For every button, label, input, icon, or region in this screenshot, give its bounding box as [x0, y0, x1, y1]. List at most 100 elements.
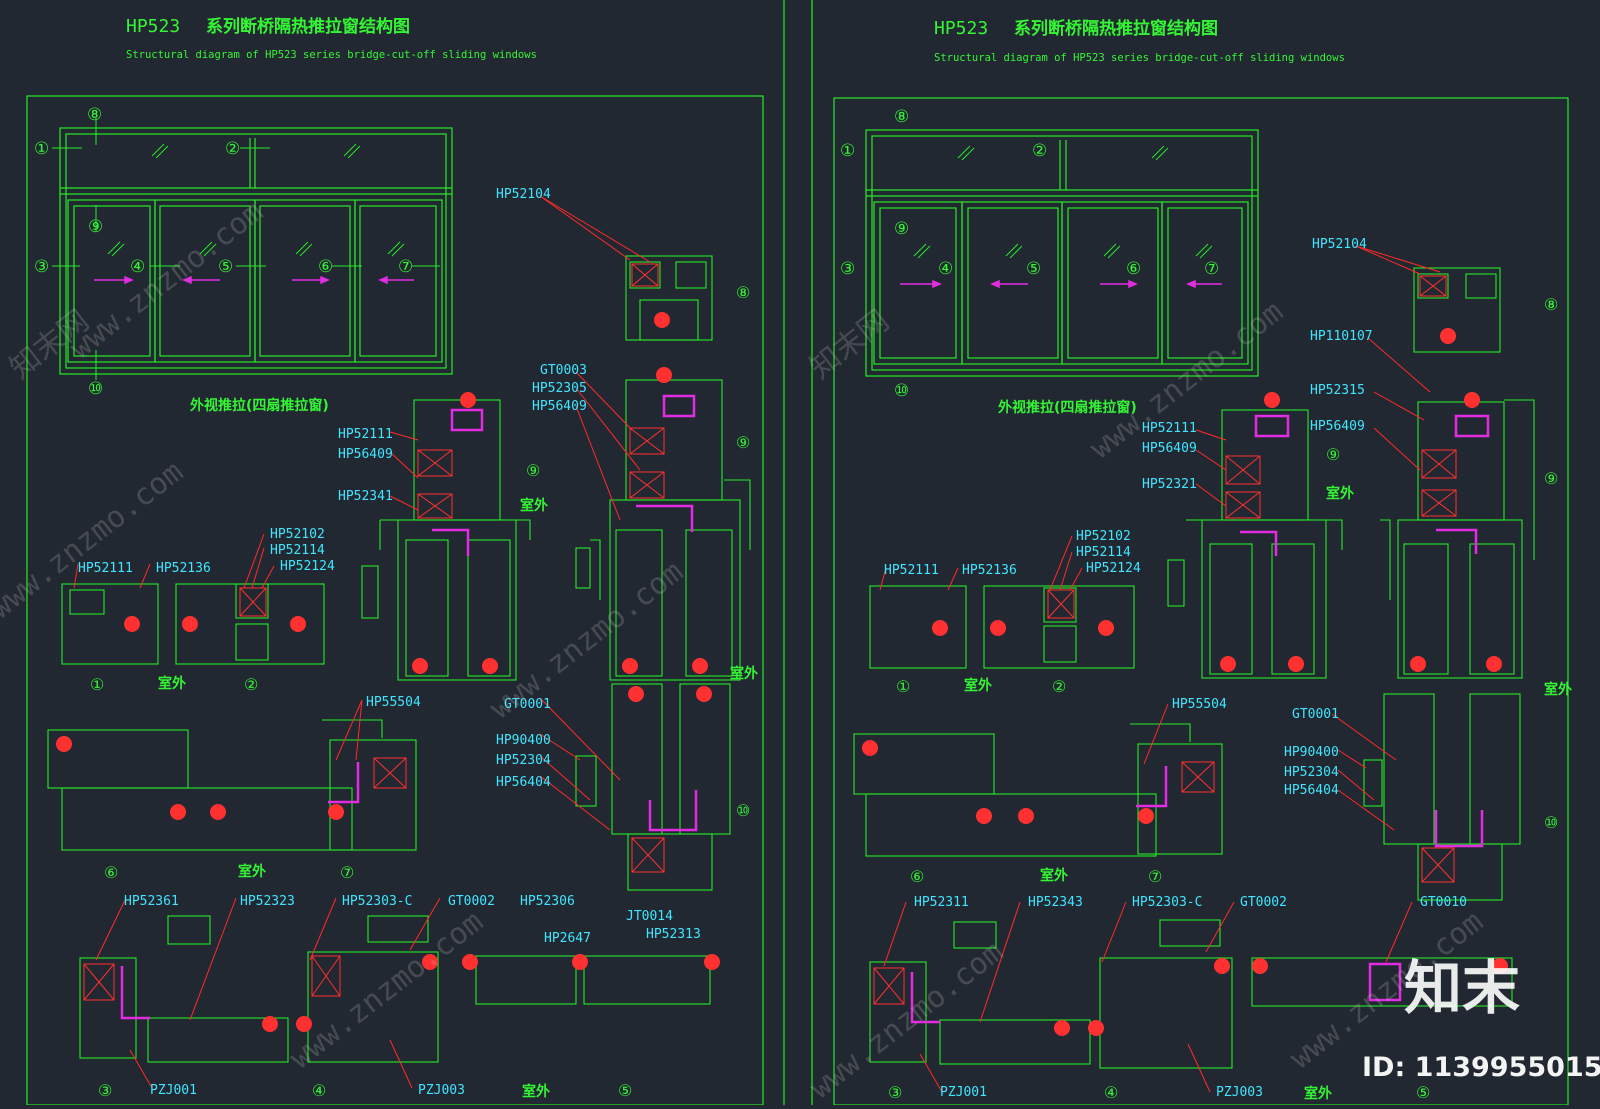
- svg-text:③: ③: [888, 1083, 902, 1102]
- svg-text:HP56409: HP56409: [1142, 441, 1197, 456]
- svg-text:HP52303-C: HP52303-C: [1132, 895, 1202, 910]
- circle-numbers-2: ⑧ ① ② ⑨ ③ ④ ⑤ ⑥ ⑦ ⑩: [840, 107, 1219, 401]
- svg-text:HP52343: HP52343: [1028, 895, 1083, 910]
- window-elevation: [59, 127, 453, 375]
- svg-text:⑥: ⑥: [318, 257, 333, 277]
- svg-text:HP52304: HP52304: [496, 753, 551, 768]
- sheet-left: HP523 系列断桥隔热推拉窗结构图 Structural diagram of…: [26, 0, 813, 1106]
- elevation-caption-2: 外视推拉(四扇推拉窗): [998, 399, 1137, 416]
- svg-text:③: ③: [34, 257, 49, 277]
- svg-text:HP52323: HP52323: [240, 894, 295, 909]
- svg-text:HP55504: HP55504: [1172, 697, 1227, 712]
- svg-text:HP90400: HP90400: [496, 733, 551, 748]
- svg-text:HP52303-C: HP52303-C: [342, 894, 412, 909]
- thermal-breaks: [120, 394, 698, 1020]
- outside-labels: 室外 室外 室外 室外 室外: [158, 497, 758, 1100]
- profile-sections-2: [853, 267, 1535, 1069]
- svg-text:室外: 室外: [1304, 1085, 1332, 1102]
- svg-text:⑤: ⑤: [1026, 259, 1041, 279]
- svg-text:室外: 室外: [238, 863, 266, 880]
- svg-text:⑩: ⑩: [88, 379, 103, 399]
- profile-sections: [47, 255, 751, 1063]
- svg-text:HP56409: HP56409: [532, 399, 587, 414]
- svg-text:HP56409: HP56409: [1310, 419, 1365, 434]
- svg-text:HP56404: HP56404: [496, 775, 551, 790]
- svg-text:⑩: ⑩: [736, 801, 750, 820]
- glazing-beads-2: [862, 328, 1508, 1036]
- svg-text:⑩: ⑩: [894, 381, 909, 401]
- svg-text:室外: 室外: [158, 675, 186, 692]
- svg-text:①: ①: [90, 675, 104, 694]
- svg-text:HP52124: HP52124: [280, 559, 335, 574]
- svg-text:⑨: ⑨: [736, 433, 750, 452]
- svg-text:⑧: ⑧: [894, 107, 909, 127]
- part-labels-2: HP52104 HP110107 HP52315 HP56409 HP52111…: [884, 237, 1467, 1100]
- svg-text:HP52104: HP52104: [1312, 237, 1367, 252]
- svg-text:⑨: ⑨: [1326, 445, 1340, 464]
- svg-text:GT0010: GT0010: [1420, 895, 1467, 910]
- outside-labels-2: 室外 室外 室外 室外 室外: [964, 485, 1572, 1102]
- svg-text:PZJ001: PZJ001: [940, 1085, 987, 1100]
- svg-text:④: ④: [312, 1081, 326, 1100]
- svg-text:HP52104: HP52104: [496, 187, 551, 202]
- reinforcement-blocks: [83, 263, 665, 1001]
- svg-text:⑤: ⑤: [218, 257, 233, 277]
- svg-text:室外: 室外: [1326, 485, 1354, 502]
- svg-text:⑨: ⑨: [894, 219, 909, 239]
- glass-hatches-2: [913, 145, 1213, 259]
- svg-text:⑦: ⑦: [340, 863, 354, 882]
- svg-text:HP110107: HP110107: [1310, 329, 1373, 344]
- svg-text:⑨: ⑨: [88, 217, 103, 237]
- svg-text:HP52111: HP52111: [1142, 421, 1197, 436]
- svg-text:④: ④: [1104, 1083, 1118, 1102]
- svg-text:HP52136: HP52136: [962, 563, 1017, 578]
- sheet-title-cn-2: 系列断桥隔热推拉窗结构图: [1014, 18, 1218, 39]
- watermark-id: ID: 1139955015: [1362, 1052, 1600, 1083]
- sliding-arrows-2: [900, 279, 1222, 289]
- leader-lines-2: [879, 245, 1441, 1093]
- svg-text:室外: 室外: [522, 1083, 550, 1100]
- svg-text:⑤: ⑤: [618, 1081, 632, 1100]
- svg-text:①: ①: [896, 677, 910, 696]
- reinforcement-blocks-2: [873, 275, 1457, 1005]
- svg-text:HP52304: HP52304: [1284, 765, 1339, 780]
- svg-text:HP56409: HP56409: [338, 447, 393, 462]
- svg-text:HP52111: HP52111: [338, 427, 393, 442]
- svg-text:⑧: ⑧: [1544, 295, 1558, 314]
- sheet-title-en-2: Structural diagram of HP523 series bridg…: [934, 52, 1345, 64]
- watermark-logo: 知末: [1404, 954, 1520, 1022]
- svg-text:HP52313: HP52313: [646, 927, 701, 942]
- svg-text:GT0002: GT0002: [448, 894, 495, 909]
- svg-text:室外: 室外: [1544, 681, 1572, 698]
- svg-text:GT0001: GT0001: [1292, 707, 1339, 722]
- part-labels: HP52104 GT0003 HP52305 HP56409 HP52111 H…: [78, 187, 701, 1098]
- svg-text:HP90400: HP90400: [1284, 745, 1339, 760]
- svg-text:③: ③: [840, 259, 855, 279]
- sheet-title-cn: 系列断桥隔热推拉窗结构图: [206, 16, 410, 37]
- detail-numbers-2: ⑧ ⑨ ⑨ ⑩ ① ② ⑥ ⑦ ③ ④ ⑤: [888, 295, 1558, 1102]
- svg-text:PZJ003: PZJ003: [418, 1083, 465, 1098]
- svg-text:HP52136: HP52136: [156, 561, 211, 576]
- svg-text:⑥: ⑥: [104, 863, 118, 882]
- sheet-title-code: HP523: [126, 16, 180, 37]
- window-elevation-2: [865, 129, 1259, 377]
- svg-text:PZJ001: PZJ001: [150, 1083, 197, 1098]
- elevation-caption: 外视推拉(四扇推拉窗): [190, 397, 329, 414]
- svg-text:GT0003: GT0003: [540, 363, 587, 378]
- svg-text:①: ①: [840, 141, 855, 161]
- svg-text:③: ③: [98, 1081, 112, 1100]
- svg-text:⑧: ⑧: [736, 283, 750, 302]
- svg-text:HP56404: HP56404: [1284, 783, 1339, 798]
- svg-text:⑥: ⑥: [910, 867, 924, 886]
- svg-text:HP52114: HP52114: [1076, 545, 1131, 560]
- svg-text:⑩: ⑩: [1544, 813, 1558, 832]
- thermal-breaks-2: [910, 414, 1490, 1024]
- svg-text:HP52321: HP52321: [1142, 477, 1197, 492]
- svg-text:www.znzmo.com: www.znzmo.com: [483, 554, 690, 726]
- svg-text:PZJ003: PZJ003: [1216, 1085, 1263, 1100]
- sliding-arrows: [94, 275, 414, 285]
- svg-text:HP55504: HP55504: [366, 695, 421, 710]
- circle-numbers: ⑧ ① ② ⑨ ③ ④ ⑤ ⑥ ⑦ ⑩: [34, 105, 413, 399]
- svg-text:①: ①: [34, 139, 49, 159]
- svg-text:知末网: 知末网: [803, 303, 895, 386]
